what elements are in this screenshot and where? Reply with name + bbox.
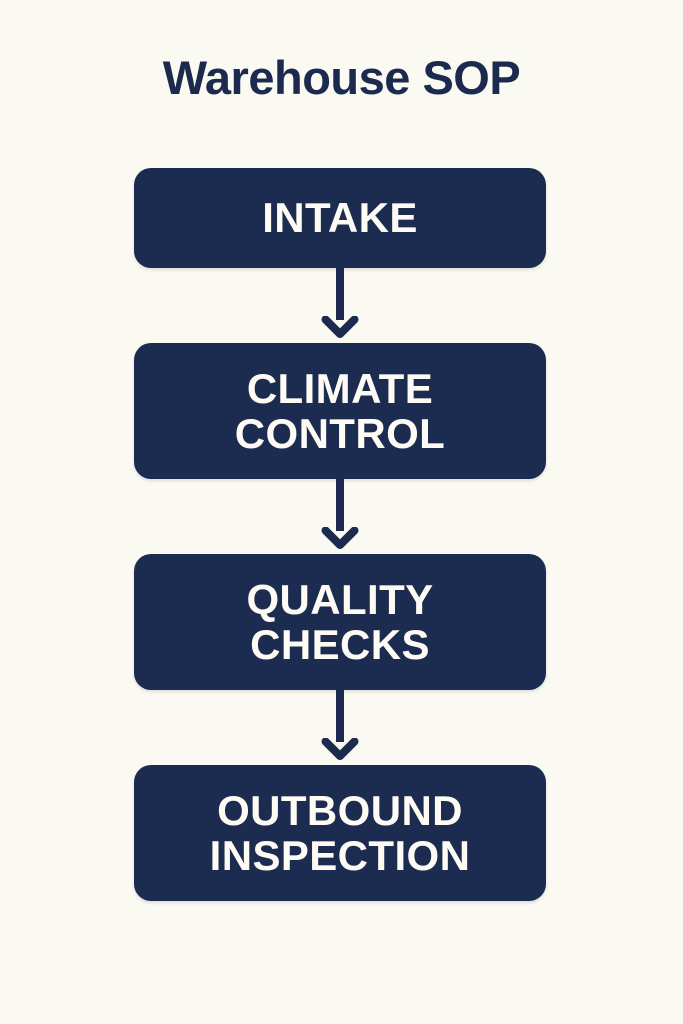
page-title: Warehouse SOP bbox=[162, 51, 521, 104]
down-arrow-icon bbox=[321, 738, 359, 764]
flow-node-label: QUALITY CHECKS bbox=[246, 575, 434, 668]
connector-stem bbox=[336, 690, 344, 742]
flow-connector-1 bbox=[318, 268, 362, 343]
flow-node-label: CLIMATE CONTROL bbox=[234, 364, 446, 457]
flow-node-label: OUTBOUND INSPECTION bbox=[209, 786, 471, 879]
flow-node-climate-control[interactable]: CLIMATE CONTROL bbox=[134, 343, 546, 479]
connector-stem bbox=[336, 479, 344, 531]
flow-node-outbound-inspection[interactable]: OUTBOUND INSPECTION bbox=[134, 765, 546, 901]
flow-node-quality-checks[interactable]: QUALITY CHECKS bbox=[134, 554, 546, 690]
flow-node-intake[interactable]: INTAKE bbox=[134, 168, 546, 268]
flow-node-label: INTAKE bbox=[262, 194, 418, 242]
flowchart-column: INTAKE CLIMATE CONTROL Q bbox=[134, 168, 546, 901]
connector-stem bbox=[336, 268, 344, 320]
flow-connector-2 bbox=[318, 479, 362, 554]
down-arrow-icon bbox=[321, 527, 359, 553]
flow-connector-3 bbox=[318, 690, 362, 765]
down-arrow-icon bbox=[321, 316, 359, 342]
